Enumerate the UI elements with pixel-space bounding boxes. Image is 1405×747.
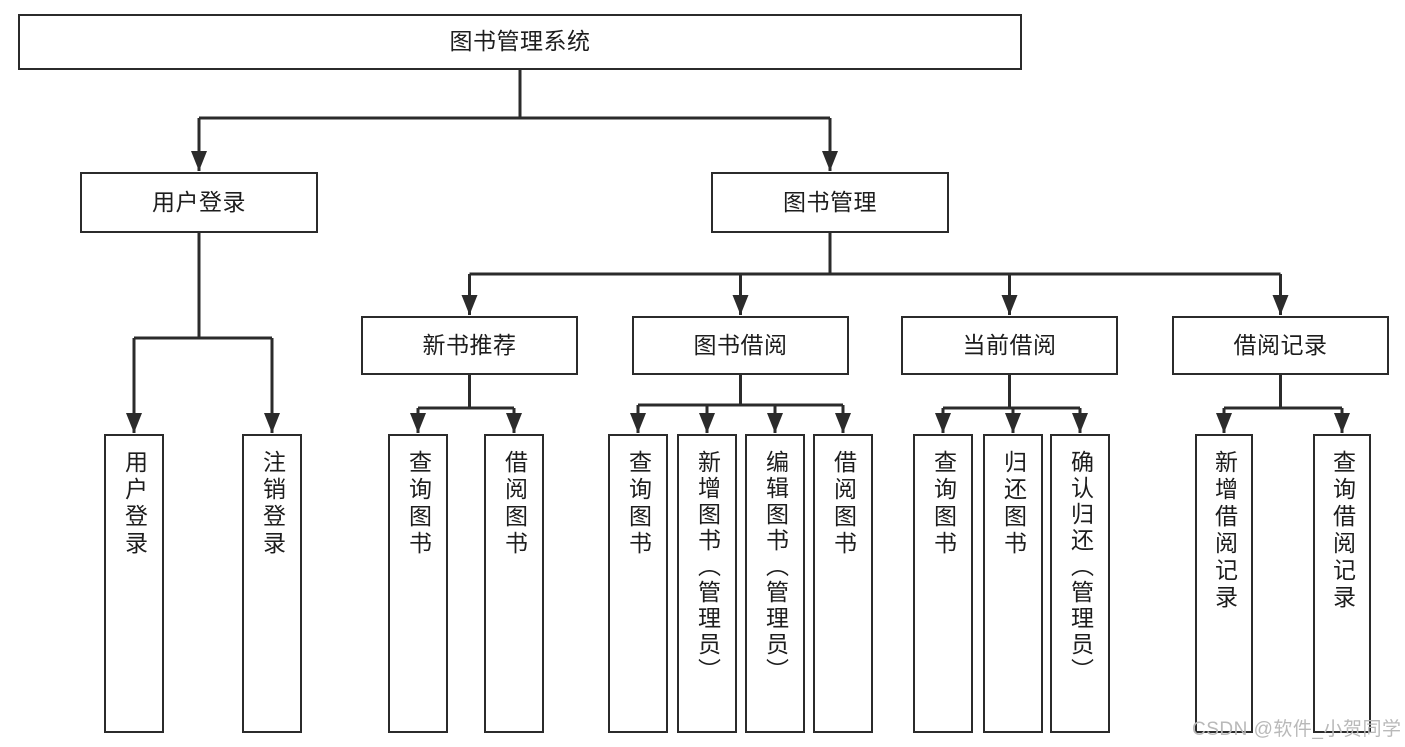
node-leaf-add-borrow-record[interactable]: 新增借阅记录 (1195, 434, 1253, 733)
node-label: 查询图书 (930, 450, 957, 558)
arrowhead (835, 413, 851, 433)
node-label: 用户登录 (152, 188, 246, 215)
node-leaf-query-book-2[interactable]: 查询图书 (608, 434, 668, 733)
node-leaf-query-borrow-record[interactable]: 查询借阅记录 (1313, 434, 1371, 733)
node-leaf-add-book[interactable]: 新增图书（管理员） (677, 434, 737, 733)
arrowhead (1334, 413, 1350, 433)
node-leaf-user-login[interactable]: 用户登录 (104, 434, 164, 733)
node-label: 新书推荐 (422, 331, 517, 358)
watermark-label: CSDN @软件_小贺同学 (1192, 719, 1402, 740)
arrowhead (1272, 295, 1289, 315)
node-user-login[interactable]: 用户登录 (80, 172, 318, 233)
node-label: 归还图书 (1000, 450, 1027, 558)
arrowhead (126, 413, 142, 433)
node-leaf-query-book-3[interactable]: 查询图书 (913, 434, 973, 733)
arrowhead (410, 413, 426, 433)
arrowhead (1072, 413, 1088, 433)
node-leaf-borrow-book-1[interactable]: 借阅图书 (484, 434, 544, 733)
arrowhead (461, 295, 478, 315)
arrowhead (191, 151, 207, 171)
node-label: 图书管理 (783, 188, 877, 215)
arrowhead (822, 151, 838, 171)
node-label: 查询借阅记录 (1329, 450, 1356, 612)
node-leaf-confirm-return[interactable]: 确认归还（管理员） (1050, 434, 1110, 733)
node-label: 编辑图书（管理员） (762, 450, 789, 684)
arrowhead (699, 413, 715, 433)
node-root[interactable]: 图书管理系统 (18, 14, 1022, 70)
arrowhead (1001, 295, 1018, 315)
arrowhead (1005, 413, 1021, 433)
arrowhead (767, 413, 783, 433)
arrowhead (1216, 413, 1232, 433)
node-label: 借阅图书 (501, 450, 528, 558)
node-label: 新增图书（管理员） (694, 450, 721, 684)
node-leaf-return-book[interactable]: 归还图书 (983, 434, 1043, 733)
node-label: 用户登录 (121, 450, 148, 558)
node-leaf-query-book-1[interactable]: 查询图书 (388, 434, 448, 733)
arrowhead (935, 413, 951, 433)
node-label: 查询图书 (625, 450, 652, 558)
node-book-manage[interactable]: 图书管理 (711, 172, 949, 233)
node-new-book-recommend[interactable]: 新书推荐 (361, 316, 578, 375)
node-current-borrow[interactable]: 当前借阅 (901, 316, 1118, 375)
node-leaf-borrow-book-2[interactable]: 借阅图书 (813, 434, 873, 733)
node-label: 当前借阅 (962, 331, 1057, 358)
arrowhead (732, 295, 749, 315)
arrowhead (264, 413, 280, 433)
node-borrow-record[interactable]: 借阅记录 (1172, 316, 1389, 375)
arrowhead (506, 413, 522, 433)
node-label: 查询图书 (405, 450, 432, 558)
arrowhead (630, 413, 646, 433)
node-label: 图书借阅 (693, 331, 788, 358)
node-book-borrow[interactable]: 图书借阅 (632, 316, 849, 375)
node-label: 图书管理系统 (449, 28, 591, 55)
node-label: 新增借阅记录 (1211, 450, 1238, 612)
node-leaf-edit-book[interactable]: 编辑图书（管理员） (745, 434, 805, 733)
node-label: 借阅记录 (1233, 331, 1328, 358)
node-label: 确认归还（管理员） (1067, 450, 1094, 684)
node-label: 借阅图书 (830, 450, 857, 558)
node-leaf-user-logout[interactable]: 注销登录 (242, 434, 302, 733)
node-label: 注销登录 (259, 450, 286, 558)
